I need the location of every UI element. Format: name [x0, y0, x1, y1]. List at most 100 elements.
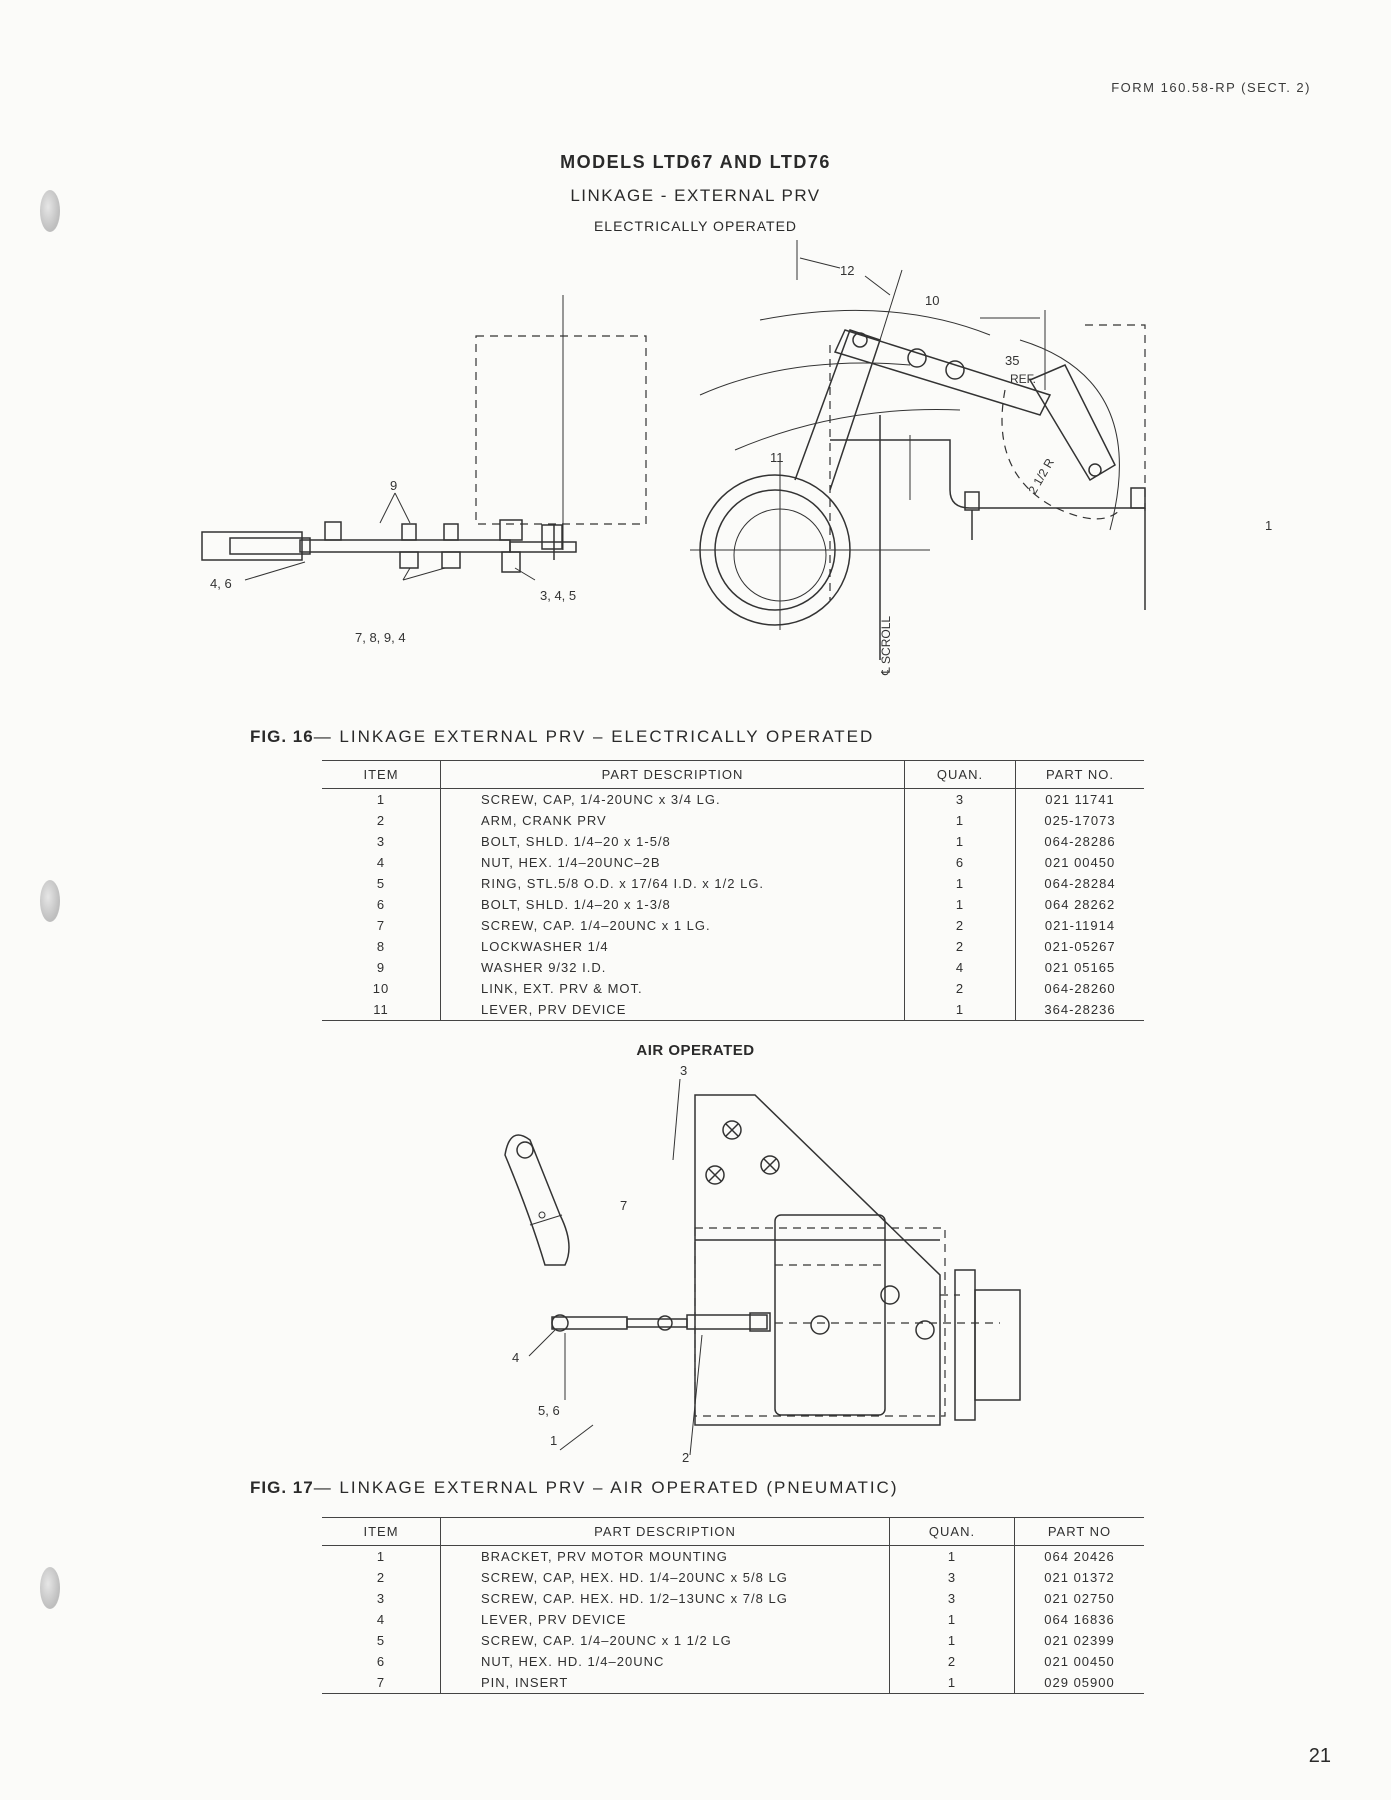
- page-subtitle: LINKAGE - EXTERNAL PRV: [570, 186, 821, 205]
- table-cell: 2: [904, 936, 1016, 957]
- leader: [672, 1078, 681, 1161]
- leader: [244, 561, 306, 581]
- washer: [541, 524, 563, 550]
- bracket: [830, 439, 1145, 509]
- punch-hole-top: [40, 190, 60, 232]
- table-cell: BRACKET, PRV MOTOR MOUNTING: [440, 1545, 890, 1567]
- callout-5-6: 5, 6: [538, 1403, 560, 1418]
- table-cell: 064 28262: [1015, 894, 1144, 915]
- table-cell: 6: [904, 852, 1016, 873]
- table-cell: PIN, INSERT: [440, 1672, 890, 1693]
- table-cell: ARM, CRANK PRV: [440, 810, 905, 831]
- nut: [501, 551, 521, 573]
- table-cell: SCREW, CAP. 1/4–20UNC x 1 LG.: [440, 915, 905, 936]
- table-cell: 064 20426: [1014, 1545, 1144, 1567]
- table-cell: LINK, EXT. PRV & MOT.: [440, 978, 905, 999]
- dim-12: [864, 275, 891, 296]
- table-header-row: ITEM PART DESCRIPTION QUAN. PART NO: [322, 1518, 1144, 1546]
- table-cell: 3: [904, 788, 1016, 810]
- rod-pivot: [551, 1314, 569, 1332]
- motor-body: [774, 1214, 886, 1416]
- bolt-group: [705, 1120, 780, 1185]
- table-cell: 021 11741: [1015, 788, 1144, 810]
- link-bar-end: [509, 541, 577, 553]
- table-cell: 064-28260: [1015, 978, 1144, 999]
- table-cell: 021 02399: [1014, 1630, 1144, 1651]
- nut: [441, 551, 461, 569]
- leader: [528, 1329, 556, 1357]
- fig16-caption-number: FIG. 16: [250, 727, 314, 746]
- table-cell: 3: [376, 834, 386, 849]
- table-cell: 029 05900: [1014, 1672, 1144, 1693]
- callout-12: 12: [840, 263, 854, 278]
- dimension-radius: 2 1/2 R: [1025, 456, 1057, 497]
- table-cell: 5: [376, 876, 386, 891]
- clevis: [201, 531, 303, 561]
- air-operated-title: AIR OPERATED: [636, 1042, 755, 1059]
- table-cell: WASHER 9/32 I.D.: [440, 957, 905, 978]
- dimension-ref: REF.: [1010, 372, 1036, 386]
- table-cell: LOCKWASHER 1/4: [440, 936, 905, 957]
- table-cell: 4: [904, 957, 1016, 978]
- table-cell: RING, STL.5/8 O.D. x 17/64 I.D. x 1/2 LG…: [440, 873, 905, 894]
- fig16-caption: FIG. 16— LINKAGE EXTERNAL PRV – ELECTRIC…: [250, 727, 874, 747]
- callout-7: 7: [620, 1198, 627, 1213]
- table-cell: LEVER, PRV DEVICE: [440, 999, 905, 1020]
- mount-hole: [810, 1315, 830, 1335]
- leader: [529, 1214, 563, 1226]
- rod-end: [686, 1314, 768, 1330]
- page-number: 21: [1308, 1745, 1331, 1767]
- page-subtitle-2: ELECTRICALLY OPERATED: [593, 218, 798, 234]
- table-cell: BOLT, SHLD. 1/4–20 x 1-3/8: [440, 894, 905, 915]
- table-cell: BOLT, SHLD. 1/4–20 x 1-5/8: [440, 831, 905, 852]
- fig16-front-view: 12 10 11 35 REF. 2 1/2 R 1 ℄ SCROLL: [690, 240, 1272, 676]
- bracket-plate: [694, 1094, 941, 1426]
- col-quan: QUAN.: [889, 1518, 1015, 1546]
- nut: [399, 551, 419, 569]
- callout-9: 9: [390, 478, 397, 493]
- leader: [402, 567, 446, 581]
- callout-10: 10: [925, 293, 939, 308]
- dim-12: [879, 269, 903, 341]
- table-cell: 1: [376, 1549, 386, 1564]
- punch-hole-bottom: [40, 1567, 60, 1609]
- table-cell: 1: [904, 894, 1016, 915]
- link-bar: [299, 539, 511, 553]
- callout-1: 1: [1265, 518, 1272, 533]
- table-cell: 064 16836: [1014, 1609, 1144, 1630]
- table-cell: 021 01372: [1014, 1567, 1144, 1588]
- leader: [379, 492, 396, 524]
- nut: [499, 519, 523, 541]
- table-cell: 021 00450: [1015, 852, 1144, 873]
- fig17-caption-text: — LINKAGE EXTERNAL PRV – AIR OPERATED (P…: [313, 1478, 899, 1497]
- table-cell: SCREW, CAP. HEX. HD. 1/2–13UNC x 7/8 LG: [440, 1588, 890, 1609]
- table-cell: 1: [904, 873, 1016, 894]
- table-cell: 1: [889, 1545, 1015, 1567]
- lever-pin: [538, 1211, 546, 1219]
- table-cell: 021 00450: [1014, 1651, 1144, 1672]
- mount-hole: [915, 1320, 935, 1340]
- dimension-35: 35: [1005, 353, 1019, 368]
- table-cell: 10: [372, 981, 390, 996]
- table-cell: 2: [376, 1570, 386, 1585]
- table-cell: 1: [889, 1672, 1015, 1693]
- lever-pivot: [516, 1141, 534, 1159]
- form-number: FORM 160.58-RP (SECT. 2): [1111, 80, 1311, 95]
- contour-line: [734, 409, 961, 451]
- leader: [402, 567, 411, 581]
- crank-arm: [1028, 364, 1116, 482]
- clevis-inner: [229, 537, 311, 555]
- rotation-arc: [1001, 389, 1121, 520]
- punch-hole-middle: [40, 880, 60, 922]
- page-title: MODELS LTD67 AND LTD76: [560, 152, 831, 172]
- callout-3-4-5: 3, 4, 5: [540, 588, 576, 603]
- table-cell: 2: [889, 1651, 1015, 1672]
- motor-outline: [694, 1227, 946, 1417]
